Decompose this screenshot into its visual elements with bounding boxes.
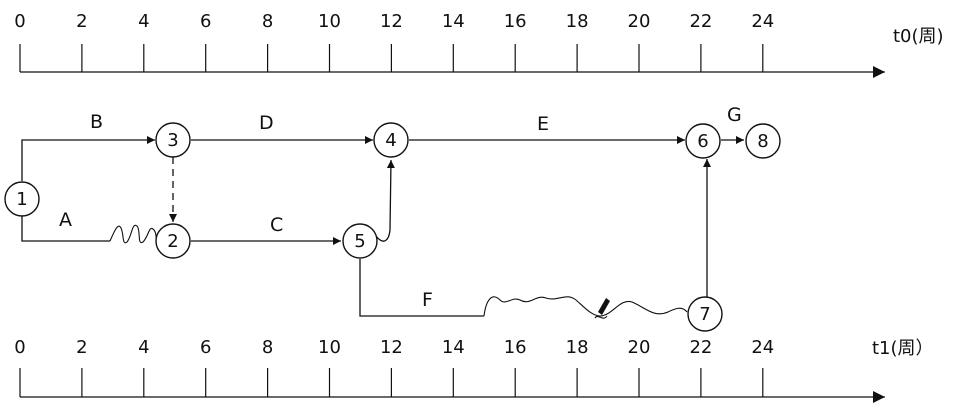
edge-dummy-5-4 (375, 159, 395, 242)
node-5: 5 (342, 223, 378, 259)
top-axis-tick-label: 10 (318, 11, 341, 32)
bottom-axis-tick-label: 6 (200, 337, 211, 358)
bottom-axis-tick-label: 0 (14, 337, 25, 358)
edge-f-float (483, 296, 688, 317)
activity-label-a: A (59, 209, 72, 231)
node-6-circle (685, 123, 721, 159)
event-nodes: 1 2 3 4 5 6 7 8 (4, 122, 781, 332)
top-axis-tick-label: 0 (14, 11, 25, 32)
bottom-axis-tick-label: 24 (751, 337, 774, 358)
top-axis-title: t0(周) (893, 26, 944, 47)
bottom-axis-tick-label: 14 (442, 337, 465, 358)
activity-labels: B D E G A C F (59, 104, 742, 311)
node-2-label: 2 (167, 231, 178, 252)
node-7-label: 7 (699, 304, 710, 325)
bottom-axis-tick-label: 10 (318, 337, 341, 358)
node-7: 7 (687, 296, 723, 332)
break-mark-icon (598, 298, 610, 315)
node-5-label: 5 (354, 231, 365, 252)
node-3: 3 (155, 122, 191, 158)
bottom-axis-tick-label: 2 (76, 337, 87, 358)
node-4: 4 (373, 122, 409, 158)
node-4-circle (373, 122, 409, 158)
top-axis-tick-label: 24 (751, 11, 774, 32)
node-2: 2 (155, 223, 191, 259)
edge-f (359, 259, 484, 317)
bottom-axis-tick-label: 22 (689, 337, 712, 358)
activity-label-d: D (259, 112, 274, 134)
top-axis-tick-label: 4 (138, 11, 149, 32)
activity-label-b: B (90, 111, 103, 133)
edge-a (21, 216, 110, 242)
top-axis-tick-label: 22 (689, 11, 712, 32)
edge-b (21, 136, 155, 181)
node-6-label: 6 (697, 131, 708, 152)
activity-edges (21, 136, 744, 319)
node-6: 6 (685, 123, 721, 159)
bottom-axis-tick-label: 18 (566, 337, 589, 358)
node-8-label: 8 (757, 131, 768, 152)
top-axis-tick-label: 20 (628, 11, 651, 32)
top-axis-tick-label: 6 (200, 11, 211, 32)
bottom-axis-title: t1(周） (872, 338, 934, 359)
node-5-circle (342, 223, 378, 259)
top-axis-tick-label: 12 (380, 11, 403, 32)
bottom-axis-tick-label: 16 (504, 337, 527, 358)
bottom-axis-tick-label: 20 (628, 337, 651, 358)
node-8: 8 (745, 123, 781, 159)
bottom-axis-tick-label: 4 (138, 337, 149, 358)
top-axis-tick-label: 2 (76, 11, 87, 32)
top-axis-tick-label: 16 (504, 11, 527, 32)
node-3-label: 3 (167, 130, 178, 151)
break-mark-tail (594, 315, 608, 319)
node-4-label: 4 (385, 130, 396, 151)
activity-label-g: G (727, 104, 742, 126)
top-axis-tick-label: 18 (566, 11, 589, 32)
top-axis-tick-label: 14 (442, 11, 465, 32)
node-1-label: 1 (16, 189, 27, 210)
activity-label-c: C (270, 214, 283, 236)
top-axis-tick-label: 8 (262, 11, 273, 32)
activity-label-e: E (537, 113, 549, 135)
node-3-circle (155, 122, 191, 158)
edge-a-float (109, 224, 157, 244)
node-8-circle (745, 123, 781, 159)
bottom-axis-tick-label: 12 (380, 337, 403, 358)
node-1: 1 (4, 181, 40, 217)
node-1-circle (4, 181, 40, 217)
bottom-axis-tick-label: 8 (262, 337, 273, 358)
activity-label-f: F (422, 289, 433, 311)
node-7-circle (687, 296, 723, 332)
node-2-circle (155, 223, 191, 259)
